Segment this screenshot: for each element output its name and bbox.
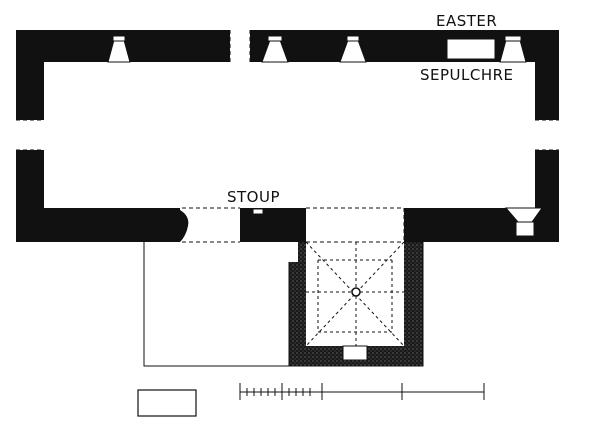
stoup-basin (252, 208, 264, 215)
south-door-west (180, 207, 240, 243)
wall-openings (16, 30, 559, 150)
hatched-tomb (417, 209, 477, 233)
tower-arch-opening (306, 208, 404, 242)
north-windows (107, 35, 527, 63)
tower-dashes (306, 207, 405, 243)
label-sepulchre: SEPULCHRE (420, 66, 514, 84)
vault-boss (351, 287, 361, 297)
label-easter: EASTER (436, 12, 497, 30)
label-stoup: STOUP (227, 188, 280, 206)
easter-sepulchre-recess (446, 38, 496, 60)
opening-dashes (16, 30, 559, 151)
south-tower (280, 241, 424, 367)
south-window-east (504, 207, 543, 237)
former-building-outline (143, 242, 289, 367)
scale-bar (239, 383, 485, 400)
legend-box (137, 389, 197, 417)
